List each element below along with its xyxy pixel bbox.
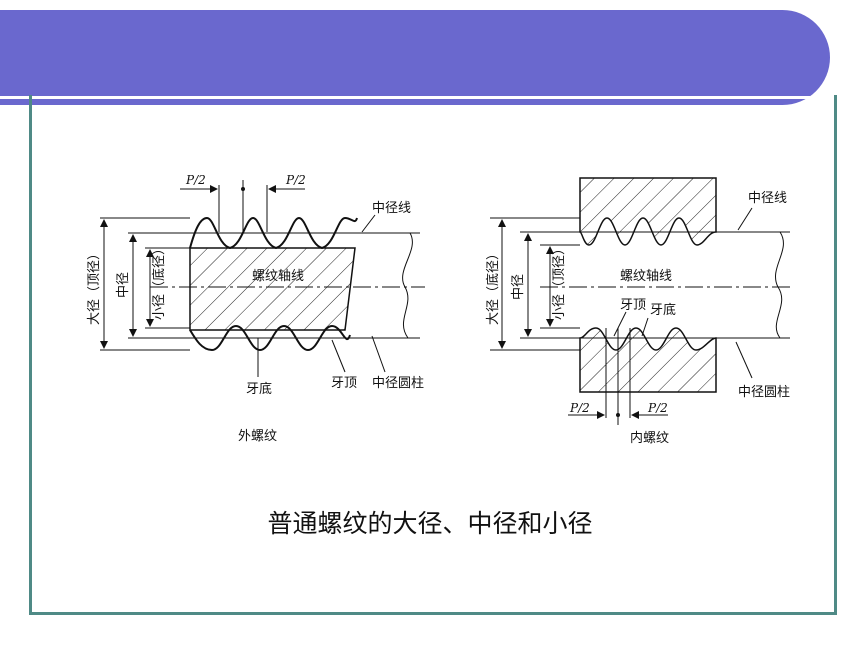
- slide-caption: 普通螺纹的大径、中径和小径: [267, 509, 593, 538]
- header-bar: [0, 10, 830, 105]
- external-thread-body: [189, 247, 356, 331]
- external-major-diameter-label: 大径（顶径）: [87, 247, 102, 325]
- external-crest-label: 牙顶: [331, 376, 357, 391]
- external-root-label: 牙底: [246, 381, 272, 397]
- internal-pitch-line-label: 中径线: [748, 191, 787, 206]
- slide-frame: [29, 95, 837, 615]
- internal-axis-label: 螺纹轴线: [620, 269, 672, 284]
- external-pitch-diameter-label: 中径: [116, 272, 131, 298]
- external-pitch-left-label: P/2: [185, 173, 206, 187]
- internal-root-label: 牙底: [650, 302, 676, 318]
- internal-crest-label: 牙顶: [620, 298, 646, 313]
- internal-pitch-right-label: P/2: [647, 401, 668, 415]
- external-axis-label: 螺纹轴线: [252, 269, 304, 284]
- internal-pitch-cylinder-label: 中径圆柱: [738, 385, 790, 400]
- external-pitch-line-label: 中径线: [372, 201, 411, 216]
- external-thread-drawing: [100, 180, 425, 377]
- internal-pitch-diameter-label: 中径: [511, 274, 526, 300]
- internal-pitch-left-label: P/2: [569, 401, 590, 415]
- header-divider: [0, 96, 810, 99]
- external-pitch-right-label: P/2: [285, 173, 306, 187]
- external-minor-diameter-label: 小径（底径）: [151, 242, 167, 320]
- external-thread-title: 外螺纹: [238, 429, 277, 444]
- external-pitch-cylinder-label: 中径圆柱: [372, 376, 424, 391]
- internal-bottom-block: [579, 327, 717, 393]
- internal-top-block: [579, 177, 717, 246]
- internal-minor-diameter-label: 小径（顶径）: [552, 242, 567, 320]
- external-top-teeth: [189, 216, 358, 250]
- internal-major-diameter-label: 大径（底径）: [485, 247, 501, 325]
- internal-thread-title: 内螺纹: [630, 430, 669, 446]
- internal-thread-drawing: [490, 177, 790, 425]
